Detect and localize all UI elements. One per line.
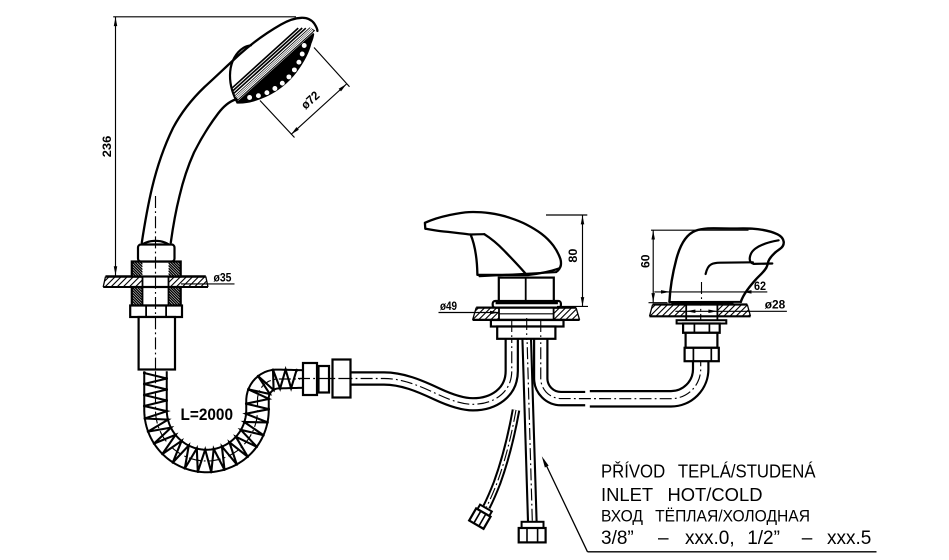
svg-text:1/2”: 1/2” <box>747 528 780 549</box>
svg-text:3/8”: 3/8” <box>601 528 634 549</box>
svg-text:60: 60 <box>638 254 652 268</box>
svg-text:ø28: ø28 <box>765 298 786 312</box>
svg-text:236: 236 <box>100 136 114 158</box>
svg-text:–: – <box>802 528 813 549</box>
svg-text:xxx.0,: xxx.0, <box>685 528 735 549</box>
svg-text:L=2000: L=2000 <box>181 405 234 424</box>
svg-text:–: – <box>658 528 669 549</box>
svg-text:ø49: ø49 <box>440 299 457 313</box>
svg-text:xxx.5: xxx.5 <box>827 528 871 549</box>
svg-text:80: 80 <box>566 248 580 262</box>
svg-text:62: 62 <box>754 279 766 293</box>
svg-text:ø35: ø35 <box>214 270 232 284</box>
svg-text:PŘÍVOD TEPLÁ/STUDENÁ: PŘÍVOD TEPLÁ/STUDENÁ <box>601 460 816 481</box>
svg-text:INLET HOT/COLD: INLET HOT/COLD <box>601 484 763 505</box>
svg-text:ВХОД ТЁПЛАЯ/ХОЛОДНАЯ: ВХОД ТЁПЛАЯ/ХОЛОДНАЯ <box>601 507 810 526</box>
